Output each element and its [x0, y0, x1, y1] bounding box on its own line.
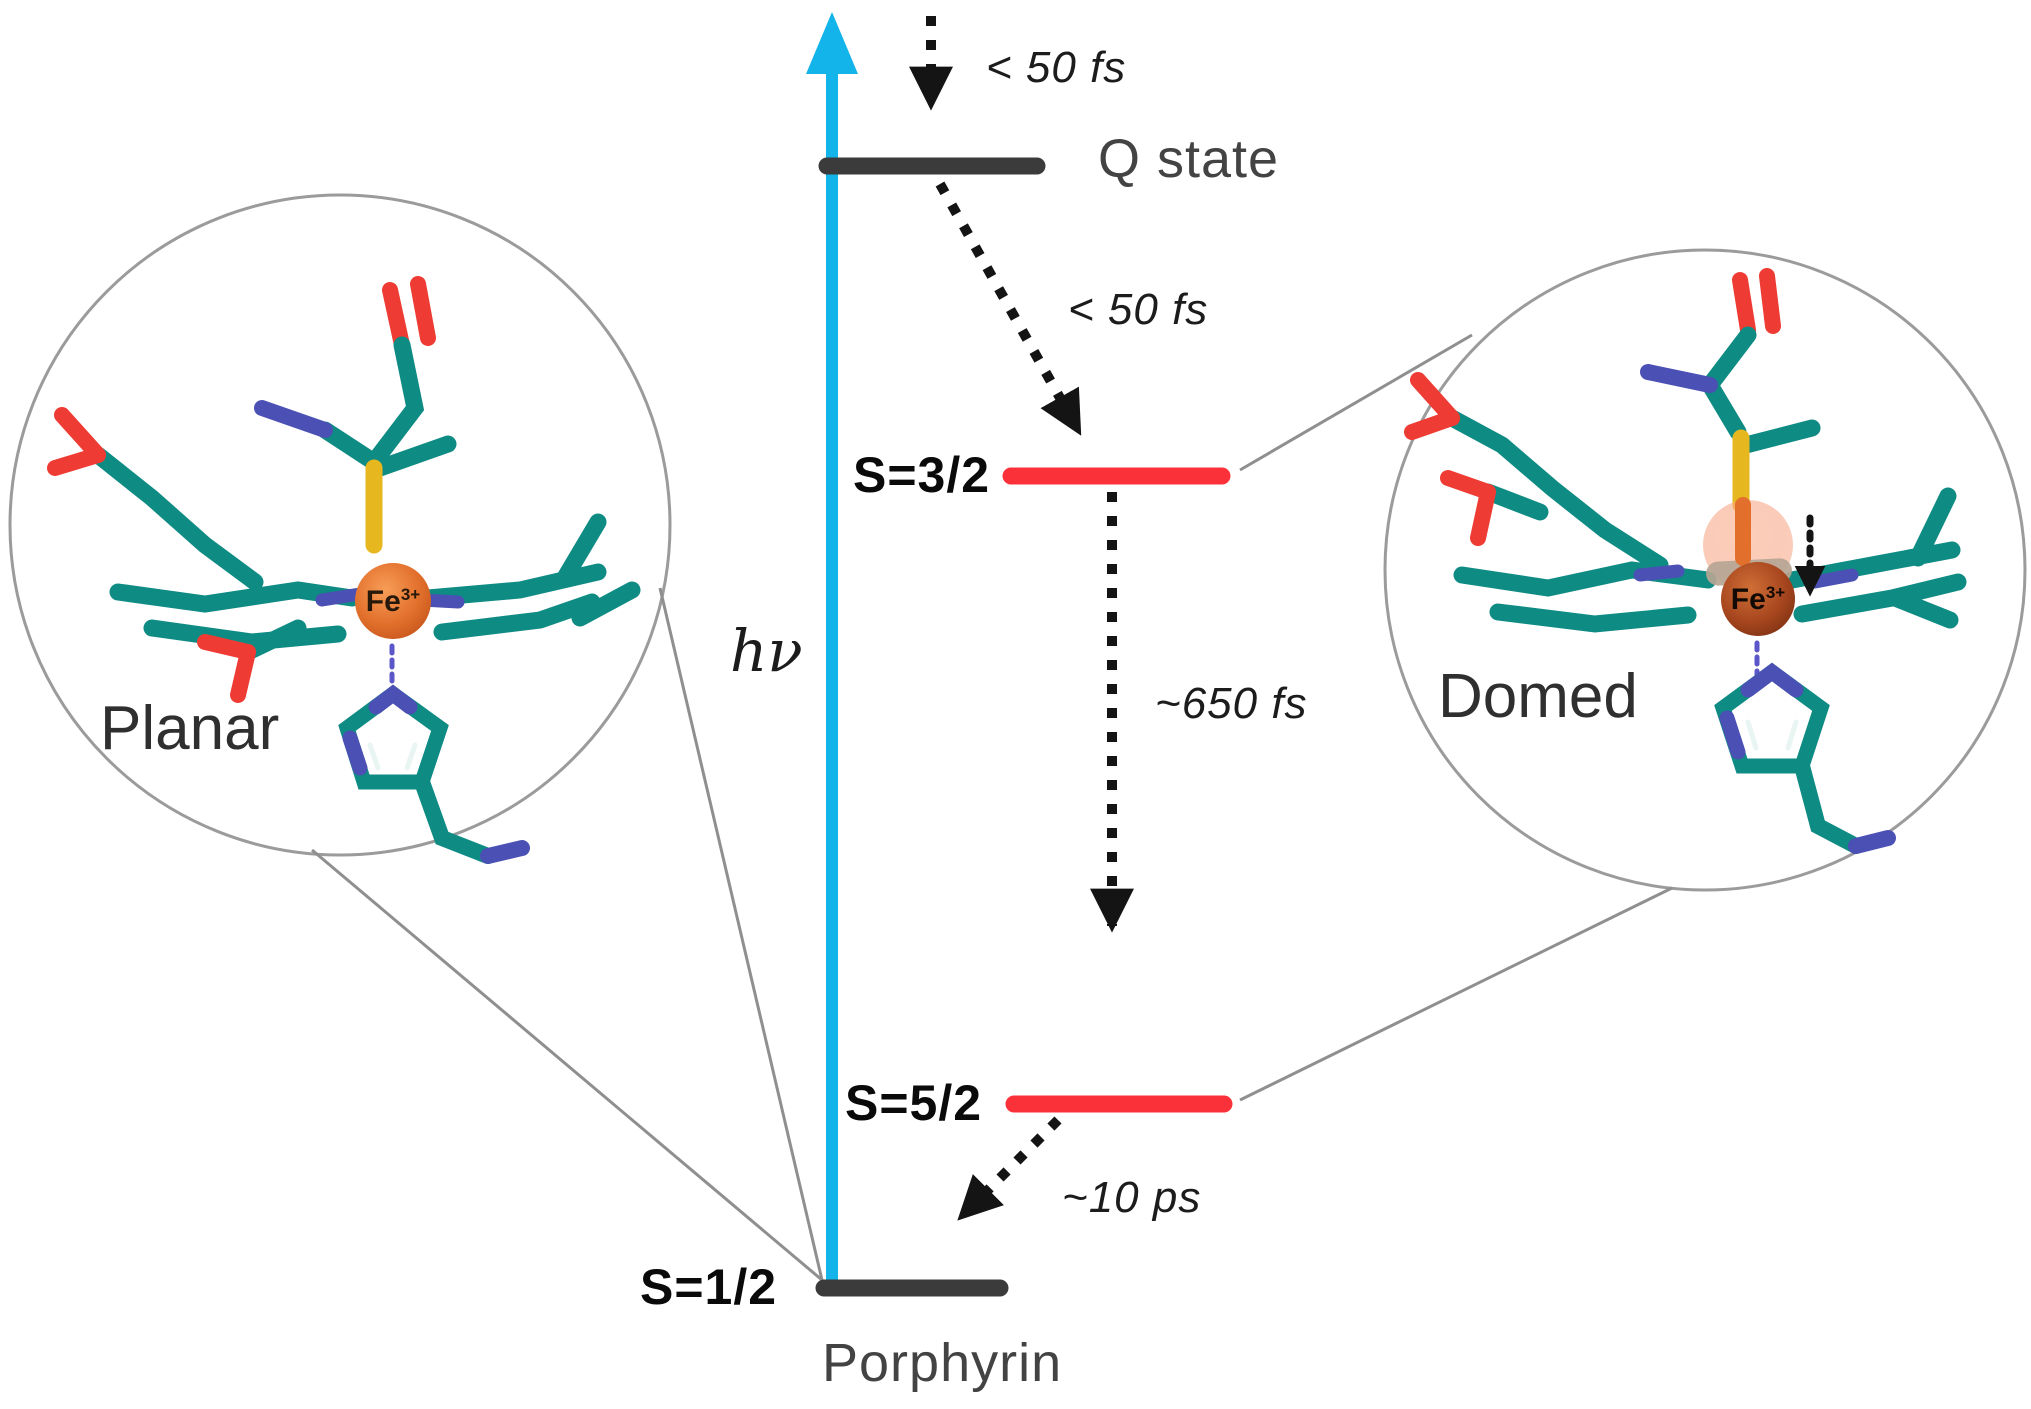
methionine-carbonyl-stick [1759, 268, 1781, 334]
double-bond-hint [367, 742, 381, 771]
transition-arrow-s52-to-s12 [957, 1116, 1062, 1221]
ground-state-label-porphyrin: Porphyrin [822, 1333, 1063, 1393]
double-bond-hint [1745, 719, 1759, 751]
transition-arrows [908, 16, 1135, 1221]
molecule-domed [1404, 268, 1967, 854]
porphyrin-edge-stick [1886, 589, 1959, 629]
propionate-chain [1479, 483, 1549, 521]
imidazole-nitrogen-stick [342, 730, 368, 776]
porphyrin-plane-sticks [1489, 603, 1697, 633]
level-label-s52: S=5/2 [845, 1075, 983, 1131]
callout-lines [311, 333, 1673, 1282]
iron-symbol: Fe [1730, 583, 1766, 616]
porphyrin-edge-stick [571, 581, 641, 627]
iron-ion-label-planar: Fe3+ [348, 586, 438, 617]
inset-label-domed: Domed [1438, 662, 1638, 731]
methionine-nitrogen-stick [1640, 364, 1718, 393]
propionate-chain [89, 446, 264, 591]
histidine-tail-stick [1794, 758, 1864, 854]
porphyrin-plane-sticks [433, 593, 601, 641]
iron-charge: 3+ [400, 585, 421, 604]
histidine-tail-stick [414, 774, 496, 864]
callout-line-domed-upper [1239, 333, 1473, 472]
iron-ion-label-domed: Fe3+ [1713, 584, 1803, 615]
imidazole-ring [1714, 662, 1830, 774]
inset-circle-planar [8, 193, 672, 857]
porphyrin-methyl-stick [1909, 487, 1957, 567]
carboxylate-oxygen-stick [54, 407, 106, 463]
transition-arrow-q-to-s32 [935, 181, 1083, 436]
iron-symbol: Fe [365, 585, 401, 618]
propionate-chain [239, 619, 307, 661]
time-label-pump: < 50 fs [986, 43, 1127, 92]
porphyrin-methyl-stick [557, 513, 607, 585]
double-bond-hint [1785, 719, 1799, 751]
methionine-stick [371, 435, 457, 477]
methionine-carbonyl-stick [1732, 272, 1756, 338]
carboxylate-oxygen-stick [230, 644, 256, 703]
callout-line-planar-lower [311, 848, 823, 1282]
carboxylate-oxygen-stick [1470, 484, 1496, 546]
level-label-q-state: Q state [1098, 129, 1280, 189]
double-bond-hint [404, 742, 418, 771]
callout-line-domed-lower [1239, 886, 1673, 1102]
histidine-tail-nitrogen-stick [1848, 830, 1896, 854]
pyrrole-nitrogen-stick [315, 587, 367, 607]
pyrrole-nitrogen-stick [1808, 568, 1859, 589]
excitation-arrow-head [806, 12, 858, 74]
imidazole-ring [338, 684, 449, 790]
carboxylate-oxygen-stick [47, 447, 106, 476]
methionine-stick [316, 336, 425, 474]
excitation-arrow [806, 12, 858, 1280]
time-label-q-to-s32: < 50 fs [1068, 285, 1209, 334]
methionine-stick [1737, 419, 1821, 454]
time-label-s32-to-s52: ~650 fs [1155, 679, 1308, 728]
molecule-planar [47, 276, 641, 864]
inset-label-planar: Planar [100, 694, 280, 763]
inset-circle-domed [1383, 248, 2027, 892]
propionate-chain [1443, 409, 1669, 574]
imidazole-nitrogen-stick [1740, 662, 1804, 698]
histidine-tail-nitrogen-stick [480, 840, 530, 864]
porphyrin-plane-sticks [143, 619, 347, 651]
methionine-nitrogen-stick [254, 400, 333, 438]
time-label-s52-to-s12: ~10 ps [1062, 1173, 1202, 1222]
methionine-carbonyl-stick [382, 282, 410, 353]
carboxylate-oxygen-stick [1404, 410, 1460, 440]
level-label-s32: S=3/2 [853, 447, 991, 503]
imidazole-nitrogen-stick [368, 684, 418, 715]
methionine-carbonyl-stick [410, 276, 436, 346]
imidazole-nitrogen-stick [1719, 710, 1746, 760]
iron-charge: 3+ [1765, 583, 1786, 602]
excitation-label-hv: hν [730, 617, 803, 685]
iron-sphere-domed [1721, 562, 1795, 636]
pyrrole-nitrogen-stick [1633, 564, 1685, 582]
callout-line-planar-upper [658, 587, 824, 1281]
level-label-s12: S=1/2 [640, 1259, 778, 1315]
iron-sphere-planar [355, 563, 431, 639]
